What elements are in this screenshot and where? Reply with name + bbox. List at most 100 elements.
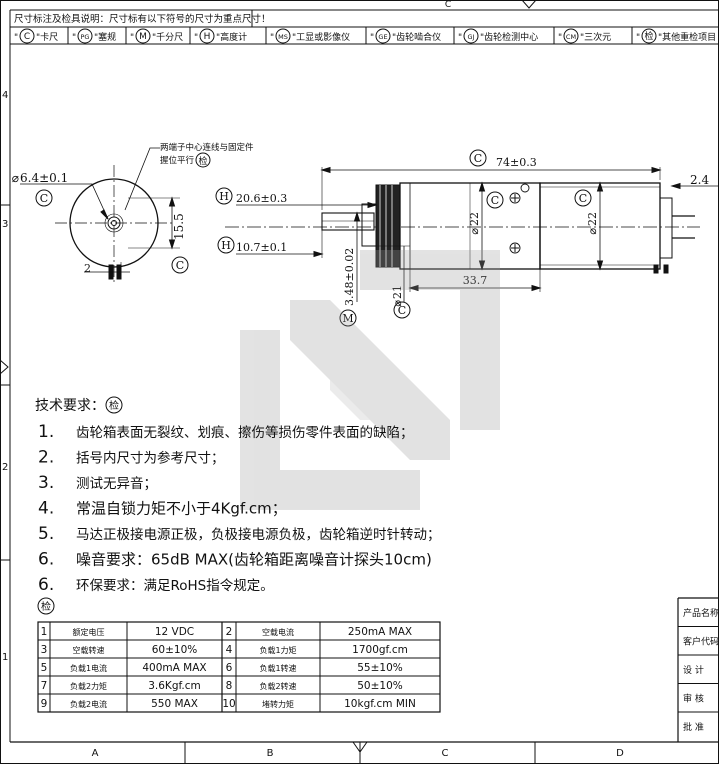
spec-cell: 5 [41, 662, 48, 674]
legend-symbol-icon [375, 28, 391, 44]
zone-left-3: 3 [2, 219, 8, 230]
gear-length-label: 33.7 [463, 274, 488, 287]
front-circle [69, 178, 159, 268]
spec-cell: 额定电压 [73, 627, 105, 637]
legend-label: "三次元 [580, 31, 611, 43]
zone-bottom-d: D [616, 748, 624, 759]
legend-label: "齿轮啮合仪 [392, 31, 441, 43]
spec-cell: 1700gf.cm [352, 644, 408, 656]
legend-label: "高度计 [216, 31, 247, 43]
spec-cell: 空载转速 [73, 645, 105, 655]
svg-text:": " [458, 33, 462, 43]
zone-bottom-b: B [267, 748, 274, 759]
front-height-label: 15.5 [172, 213, 186, 240]
requirement-number: 5. [38, 524, 54, 544]
requirement-number: 6. [38, 550, 54, 570]
requirement-text: 齿轮箱表面无裂纹、划痕、擦伤等损伤零件表面的缺陷； [76, 424, 414, 441]
spec-cell: 10kgf.cm MIN [344, 698, 416, 710]
requirement-text: 马达正极接电源正极，负极接电源负极，齿轮箱逆时针转动； [76, 526, 441, 543]
front-height-badge: C [171, 256, 189, 274]
zone-bottom-c: C [442, 748, 449, 759]
svg-text:": " [14, 33, 18, 43]
svg-text:M: M [342, 312, 353, 325]
requirement-number: 6. [38, 575, 54, 595]
title-block-label: 审 核 [683, 693, 704, 705]
spec-cell: 7 [41, 680, 48, 692]
motor-dia-badge: C [574, 189, 592, 207]
side-view [225, 166, 719, 302]
spec-cell: 250mA MAX [348, 626, 412, 638]
spec-cell: 空载电流 [262, 627, 294, 637]
legend-symbol: MS [278, 33, 288, 41]
spec-cell: 3 [41, 644, 48, 656]
requirement-text: 常温自锁力矩不小于4Kgf.cm； [76, 500, 287, 518]
legend-item: "C"卡尺 [9, 27, 58, 44]
svg-text:": " [194, 33, 198, 43]
svg-text:": " [270, 33, 274, 43]
spec-cell: 50±10% [357, 680, 403, 692]
spec-cell: 负载2转速 [259, 681, 296, 691]
title-block-label: 客户代码 [683, 636, 719, 648]
spec-cell: 4 [226, 644, 233, 656]
legend-item: "MS"工显或影像仪 [265, 27, 350, 44]
requirements-title: 技术要求： [35, 398, 105, 414]
table-badge: 检 [37, 597, 55, 615]
requirement-text: 括号内尺寸为参考尺寸； [76, 450, 225, 467]
watermark-logo [240, 250, 500, 510]
front-note-line1: 两端子中心连线与固定件 [160, 142, 254, 153]
spec-cell: 8 [226, 680, 233, 692]
legend-item: "M"千分尺 [125, 27, 183, 44]
spec-cell: 1 [41, 626, 48, 638]
requirement-number: 2. [38, 448, 54, 468]
zone-left-2: 2 [2, 462, 8, 473]
legend-symbol-icon [199, 28, 215, 44]
h1-label: 20.6±0.3 [236, 192, 287, 205]
svg-text:H: H [221, 239, 231, 252]
legend-symbol: H [204, 32, 211, 42]
boss-dia-label: 21 [391, 285, 404, 299]
requirement-text: 噪音要求：65dB MAX(齿轮箱距离噪音计探头10cm) [76, 551, 432, 569]
svg-text:": " [636, 33, 640, 43]
legend-symbol: C [24, 32, 30, 42]
requirement-text: 环保要求：满足RoHS指令规定。 [76, 578, 274, 594]
spec-cell: 9 [41, 698, 48, 710]
legend-item: "GE"齿轮啮合仪 [365, 27, 441, 44]
front-note-line2: 握位平行 [160, 155, 195, 166]
svg-text:C: C [491, 194, 499, 207]
gear-dia-symbol: ⌀ [468, 228, 481, 235]
length-label: 74±0.3 [496, 156, 537, 169]
legend-symbol: M [139, 32, 147, 42]
front-dia-symbol: ⌀ [12, 171, 19, 185]
svg-text:": " [72, 33, 76, 43]
zone-left-4: 4 [2, 90, 8, 101]
legend-symbol: CM [566, 33, 576, 41]
svg-text:H: H [219, 190, 229, 203]
spec-cell: 60±10% [152, 644, 198, 656]
motor-dia-symbol: ⌀ [586, 228, 599, 235]
spec-cell: 550 MAX [151, 698, 198, 710]
requirement-number: 1. [38, 422, 54, 442]
spec-cell: 3.6Kgf.cm [148, 680, 201, 692]
front-dia-badge: C [35, 189, 53, 207]
legend-symbol-icon [77, 28, 93, 44]
h2-badge: H [217, 236, 235, 254]
svg-text:C: C [579, 192, 587, 205]
spec-cell: 12 VDC [155, 626, 194, 638]
legend-symbol-icon [641, 28, 657, 44]
legend-item: "GJ"齿轮检测中心 [453, 27, 538, 44]
legend-symbol-icon [563, 28, 579, 44]
spec-cell: 负载2力矩 [70, 681, 107, 691]
h2-label: 10.7±0.1 [236, 241, 287, 254]
legend-item: "检"其他重检项目 [631, 27, 716, 44]
legend-symbol-icon [19, 28, 35, 44]
legend-item: " H "高度计 [189, 27, 247, 44]
legend-label: "其他重检项目 [658, 31, 716, 43]
spec-cell: 负载2电流 [70, 699, 107, 709]
legend-label: "塞规 [94, 31, 116, 43]
h1-badge: H [215, 187, 233, 205]
legend-symbol-icon [135, 28, 151, 44]
legend-symbol-icon [275, 28, 291, 44]
length-badge: C [469, 149, 487, 167]
